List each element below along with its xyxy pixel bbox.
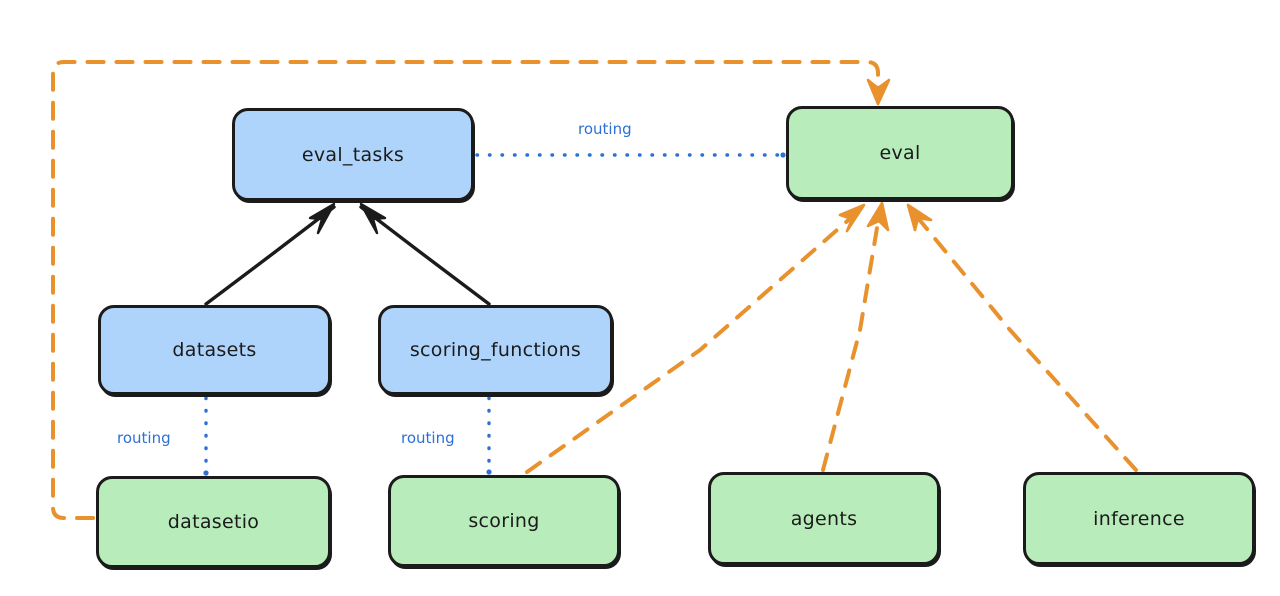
node-label: inference	[1093, 507, 1185, 530]
edge-datasetio-to-eval	[51, 60, 891, 520]
node-datasets[interactable]: datasets	[98, 305, 331, 395]
edge-datasets-to-datasetio-routing	[203, 396, 209, 476]
node-label: datasets	[172, 339, 257, 361]
node-label: scoring_functions	[409, 339, 582, 361]
edge-eval-tasks-to-eval-routing	[475, 152, 786, 158]
edge-inference-to-eval	[906, 203, 1138, 472]
node-label: agents	[790, 507, 858, 530]
node-label: datasetio	[167, 511, 260, 533]
edge-label-routing-scoring-functions-scoring: routing	[401, 429, 455, 447]
edge-label-routing-datasets-datasetio: routing	[117, 429, 171, 447]
node-label: eval_tasks	[301, 143, 405, 166]
edge-scoring-to-eval	[525, 203, 866, 474]
node-label: eval	[879, 142, 921, 164]
node-scoring-functions[interactable]: scoring_functions	[378, 305, 613, 395]
edge-scoring-functions-to-scoring-routing	[486, 396, 492, 475]
node-scoring[interactable]: scoring	[388, 475, 620, 567]
node-label: scoring	[468, 510, 540, 532]
node-eval[interactable]: eval	[786, 106, 1014, 200]
edge-scoring-functions-to-eval-tasks	[359, 202, 491, 306]
node-agents[interactable]: agents	[708, 472, 940, 565]
node-eval-tasks[interactable]: eval_tasks	[232, 108, 474, 201]
node-inference[interactable]: inference	[1023, 472, 1255, 565]
node-datasetio[interactable]: datasetio	[96, 476, 331, 568]
edge-label-routing-eval-tasks-eval: routing	[578, 120, 632, 138]
edge-agents-to-eval	[821, 201, 890, 472]
edge-datasets-to-eval-tasks	[204, 202, 336, 306]
